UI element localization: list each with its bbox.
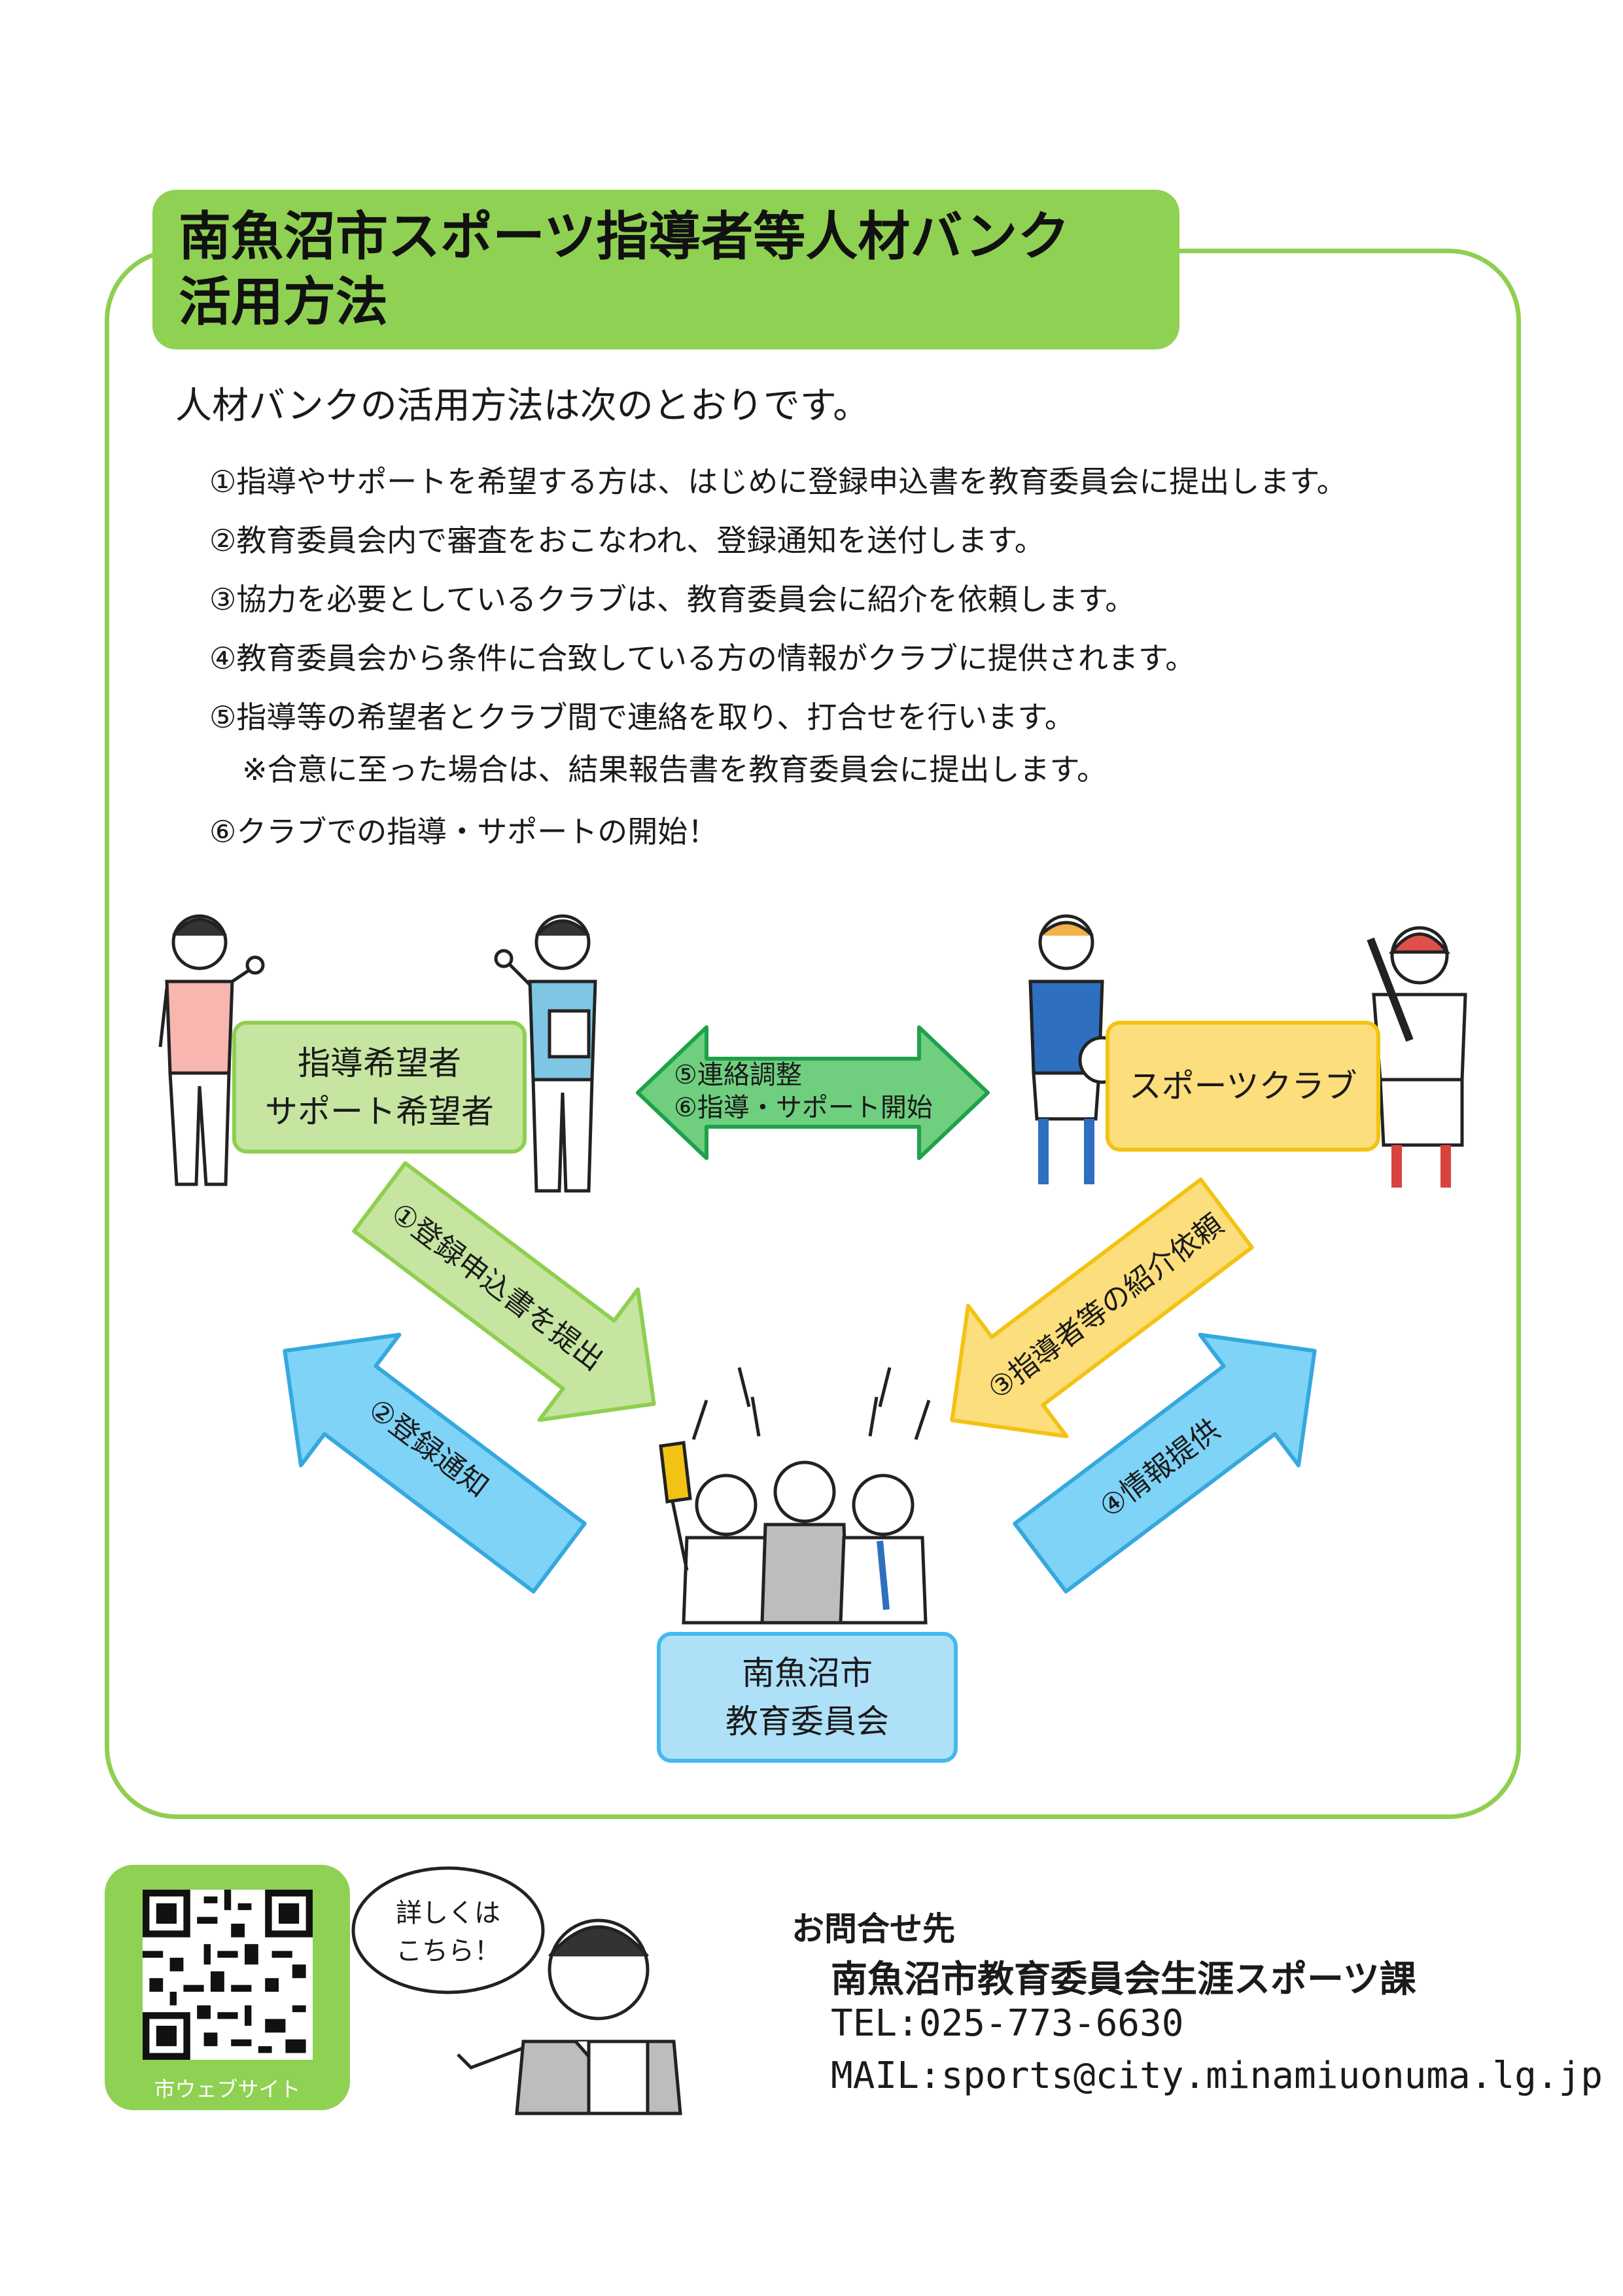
club-box-label: スポーツクラブ: [1128, 1067, 1357, 1105]
intro-text: 人材バンクの活用方法は次のとおりです。: [175, 385, 870, 427]
step-4: ④教育委員会から条件に合致している方の情報がクラブに提供されます。: [209, 641, 1196, 676]
bubble-text: 詳しくは こちら！: [386, 1894, 510, 1970]
qr-code[interactable]: [143, 1890, 313, 2060]
board-box-line2: 教育委員会: [725, 1703, 889, 1740]
club-box: スポーツクラブ: [1106, 1021, 1380, 1152]
page-title-line2: 活用方法: [179, 272, 388, 332]
coach-man-illustration: [494, 914, 597, 1193]
board-box-line1: 南魚沼市: [742, 1654, 873, 1692]
arrow-submit-label: ①登録申込書を提出: [385, 1196, 609, 1377]
contact-mail[interactable]: MAIL:sports@city.minamiuonuma.lg.jp: [831, 2055, 1603, 2097]
coach-box-line2: サポート希望者: [265, 1092, 494, 1131]
qr-caption: 市ウェブサイト: [154, 2077, 301, 2102]
title-banner: 南魚沼市スポーツ指導者等人材バンク 活用方法: [152, 190, 1179, 349]
double-arrow-label-1: ⑤連絡調整: [674, 1060, 802, 1090]
coach-box-line1: 指導希望者: [298, 1044, 461, 1082]
bubble-line2: こちら！: [396, 1936, 500, 1966]
arrow-notice: [283, 1332, 587, 1594]
qr-panel[interactable]: 市ウェブサイト: [105, 1865, 350, 2110]
step-3: ③協力を必要としているクラブは、教育委員会に紹介を依頼します。: [209, 582, 1136, 617]
step-5-note: ※合意に至った場合は、結果報告書を教育委員会に提出します。: [242, 752, 1107, 787]
arrow-request-label: ③指導者等の紹介依頼: [982, 1208, 1229, 1406]
speech-bubble: [351, 1866, 545, 1994]
contact-department: 南魚沼市教育委員会生涯スポーツ課: [831, 1958, 1416, 2001]
qr-pattern-icon: [143, 1890, 313, 2060]
step-1: ①指導やサポートを希望する方は、はじめに登録申込書を教育委員会に提出します。: [209, 464, 1347, 499]
double-arrow-label-2: ⑥指導・サポート開始: [674, 1093, 933, 1123]
coach-box: 指導希望者 サポート希望者: [232, 1021, 527, 1154]
board-members-illustration: [659, 1367, 931, 1625]
step-2: ②教育委員会内で審査をおこなわれ、登録通知を送付します。: [209, 523, 1045, 558]
double-arrow: ⑤連絡調整 ⑥指導・サポート開始: [636, 1025, 990, 1160]
baseball-player-illustration: [1367, 926, 1467, 1188]
contact-tel[interactable]: TEL:025-773-6630: [831, 2002, 1184, 2045]
board-box: 南魚沼市 教育委員会: [657, 1632, 958, 1763]
step-5: ⑤指導等の希望者とクラブ間で連絡を取り、打合せを行います。: [209, 699, 1075, 735]
contact-heading: お問合せ先: [792, 1910, 955, 1948]
soccer-player-illustration: [1028, 914, 1126, 1184]
staff-man-illustration: [457, 1918, 682, 2115]
step-6: ⑥クラブでの指導・サポートの開始！: [209, 814, 718, 849]
bubble-line1: 詳しくは: [396, 1898, 500, 1928]
arrow-request: [950, 1177, 1254, 1439]
coach-woman-illustration: [158, 914, 265, 1186]
page-title-line1: 南魚沼市スポーツ指導者等人材バンク: [179, 206, 1070, 267]
